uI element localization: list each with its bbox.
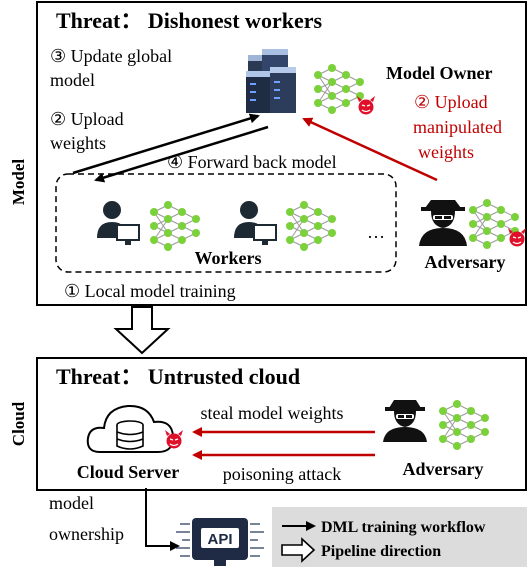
legend-pipeline-label: Pipeline direction: [321, 543, 441, 560]
legend-workflow-label: DML training workflow: [321, 519, 486, 536]
model-owner-devil-icon: [356, 95, 376, 116]
model-section-box: [36, 1, 527, 306]
adv-upload-line1: ② Upload: [414, 92, 488, 112]
ownership-label-line1: model: [49, 493, 94, 513]
api-icon-label: API: [207, 531, 232, 548]
model-owner-nn-icon: [313, 63, 365, 115]
step4-label: ④ Forward back model: [167, 152, 337, 172]
model-owner-label: Model Owner: [386, 63, 492, 83]
cloud-side-label: Cloud: [9, 401, 28, 446]
cloud-adversary-icon: [383, 400, 427, 442]
workers-group-box: [55, 173, 397, 273]
ownership-arrow: [145, 488, 180, 551]
server-icon: [246, 49, 296, 113]
cloud-adversary-label: Adversary: [403, 459, 484, 479]
worker2-icon: [234, 201, 277, 245]
step3-label-line2: model: [50, 70, 95, 90]
poisoning-label: poisoning attack: [223, 464, 341, 484]
forward-back-arrow: [94, 125, 269, 183]
legend-box: [272, 507, 527, 567]
step1-label: ① Local model training: [64, 281, 236, 301]
model-side-label: Model: [9, 159, 28, 206]
worker1-icon: [97, 201, 140, 245]
legend-pipeline-arrow: [281, 537, 316, 563]
step2-label-line2: weights: [50, 133, 106, 153]
step3-label-line1: ③ Update global: [50, 46, 172, 66]
model-adversary-label: Adversary: [425, 252, 506, 272]
cloud-adversary-nn-icon: [438, 399, 490, 451]
pipeline-down-arrow: [113, 306, 171, 355]
model-adversary-icon: [419, 200, 467, 246]
steal-weights-label: steal model weights: [201, 403, 344, 423]
worker1-nn-icon: [149, 200, 201, 252]
adv-upload-line3: weights: [418, 142, 474, 162]
upload-weights-arrow: [72, 113, 260, 175]
cloud-threat-title: Threat： Untrusted cloud: [56, 364, 300, 389]
api-icon: API: [176, 518, 264, 566]
cloud-section-box: [36, 357, 527, 491]
step2-label-line1: ② Upload: [50, 109, 124, 129]
model-threat-title: Threat： Dishonest workers: [56, 8, 322, 33]
cloud-server-icon: [86, 404, 175, 453]
workers-label: Workers: [195, 248, 262, 268]
adversary-upload-arrow: [302, 117, 438, 182]
cloud-server-label: Cloud Server: [77, 462, 180, 482]
adv-upload-line2: manipulated: [413, 117, 502, 137]
workers-ellipsis: …: [367, 222, 385, 242]
ownership-label-line2: ownership: [49, 524, 124, 544]
worker2-nn-icon: [285, 200, 337, 252]
